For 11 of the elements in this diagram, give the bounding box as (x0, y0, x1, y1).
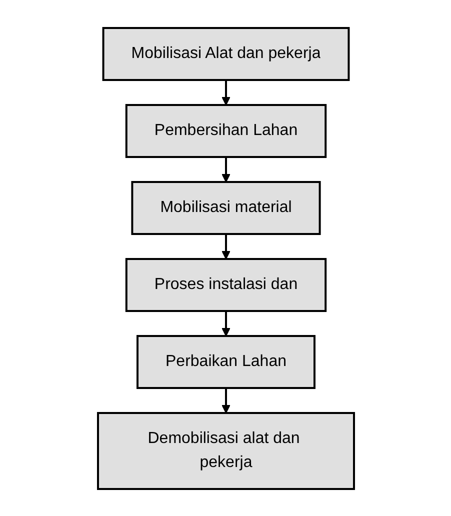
arrow (221, 156, 230, 182)
arrow (221, 80, 230, 105)
node-box: Demobilisasi alat dan pekerja (96, 412, 354, 490)
node-box: Mobilisasi material (130, 180, 320, 234)
arrow (221, 234, 230, 259)
node-box: Pembersihan Lahan (124, 104, 326, 158)
node-box: Proses instalasi dan (124, 258, 326, 312)
arrow (221, 310, 230, 336)
node-box: Perbaikan Lahan (136, 334, 315, 388)
node-box: Mobilisasi Alat dan pekerja (102, 26, 350, 80)
arrow (221, 388, 230, 413)
